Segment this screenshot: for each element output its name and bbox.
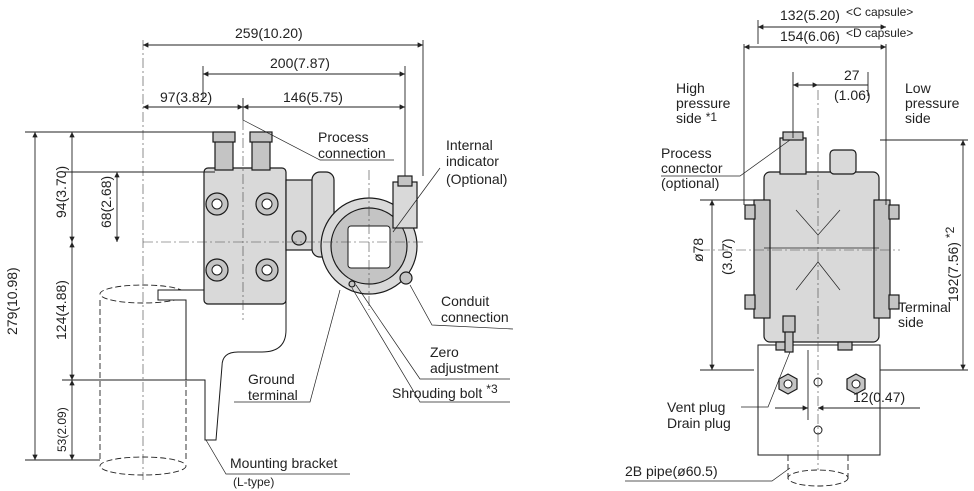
- dim-97: 97(3.82): [160, 89, 212, 105]
- dim-124: 124(4.88): [53, 280, 69, 340]
- leader-lines-right: [625, 139, 791, 482]
- mounting-pipe-right: [787, 455, 849, 487]
- dim-132: 132(5.20)<C capsule>: [780, 5, 913, 23]
- right-view: 132(5.20)<C capsule> 154(6.06)<D capsule…: [625, 5, 968, 487]
- callout-shrouding-bolt: Shrouding bolt*3: [392, 382, 498, 401]
- capsule-body: [763, 171, 880, 343]
- dim-94: 94(3.70): [53, 166, 69, 218]
- callout-drain-plug: Drain plug: [667, 415, 731, 431]
- dim-diameter-78: ø78: [690, 238, 706, 262]
- flange-bolts: [205, 192, 279, 282]
- side-bolts: [744, 204, 900, 310]
- dim-146: 146(5.75): [283, 89, 343, 105]
- dim-53: 53(2.09): [55, 407, 69, 452]
- dim-68: 68(2.68): [98, 176, 114, 228]
- callout-mounting-bracket: Mounting bracket: [230, 455, 338, 471]
- dim-192: 192(7.56)*2: [943, 226, 961, 302]
- leader-lines-left: [205, 119, 514, 475]
- callout-pipe: 2B pipe(ø60.5): [625, 463, 718, 479]
- capsule-flange: [203, 167, 287, 305]
- dim-27-inch: (1.06): [834, 87, 871, 103]
- dim-27: 27: [844, 67, 860, 83]
- bracket-nuts: [778, 373, 866, 395]
- left-view: 259(10.20) 200(7.87) 97(3.82) 146(5.75) …: [4, 25, 514, 489]
- dim-200: 200(7.87): [270, 55, 330, 71]
- mounting-bracket-shape: [157, 289, 287, 441]
- dim-279: 279(10.98): [4, 267, 20, 335]
- dim-12: 12(0.47): [853, 389, 905, 405]
- callout-internal-indicator-note: (Optional): [446, 171, 507, 187]
- callout-vent-plug: Vent plug: [667, 399, 725, 415]
- dim-diameter-78-inch: (3.07): [719, 238, 735, 275]
- bracket-plate: [757, 344, 881, 456]
- dim-154: 154(6.06)<D capsule>: [780, 26, 913, 44]
- dim-259: 259(10.20): [235, 25, 303, 41]
- callout-mounting-bracket-note: (L-type): [233, 475, 274, 489]
